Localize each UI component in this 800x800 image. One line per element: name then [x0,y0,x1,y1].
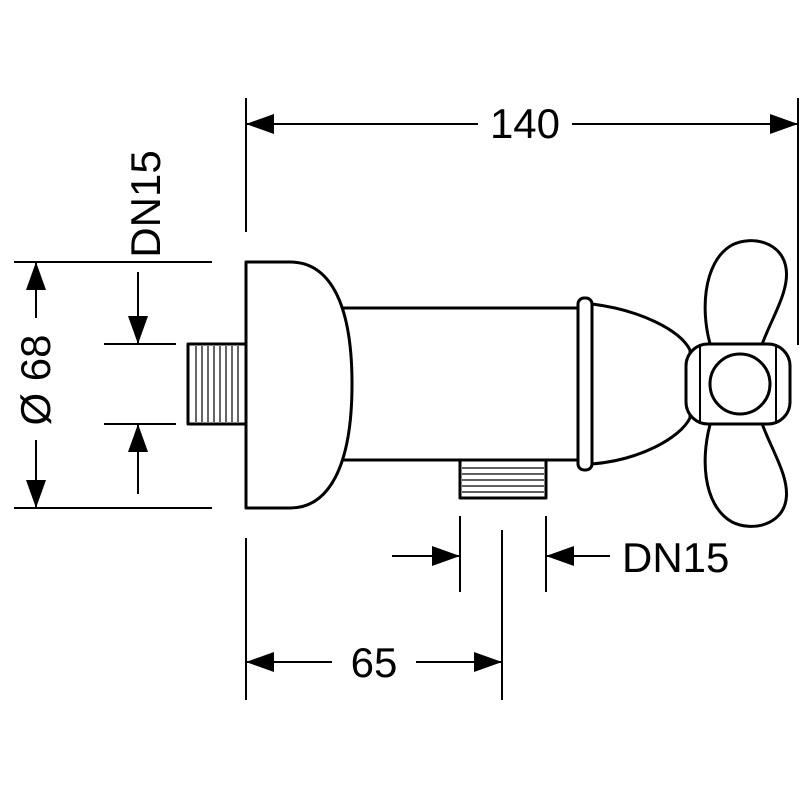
inlet-thread-lines [195,346,239,422]
dimension-body-diameter: Ø 68 [12,262,59,508]
overall-length-label: 140 [490,100,560,147]
extension-lines [14,98,799,700]
wall-flange [244,260,354,510]
collar-ring [576,296,594,472]
dimension-outlet-offset: 65 [246,639,502,686]
inlet-thread-label: DN15 [122,150,169,257]
body-diameter-label: Ø 68 [12,334,59,425]
outlet-thread-label: DN15 [622,534,729,581]
handle-lever-top [703,239,789,352]
valve-cylinder [328,306,594,462]
handle-center-cap [708,352,772,416]
handle-lever-bottom [703,416,789,528]
outlet-thread-lines [462,467,544,493]
dimension-outlet-thread: DN15 [392,534,729,581]
dimension-overall-length: 140 [246,100,798,147]
outlet-offset-label: 65 [351,639,398,686]
bonnet [590,302,692,466]
valve-body [186,239,792,528]
dimension-inlet-thread: DN15 [122,150,169,494]
inlet-thread-connector [186,342,248,426]
